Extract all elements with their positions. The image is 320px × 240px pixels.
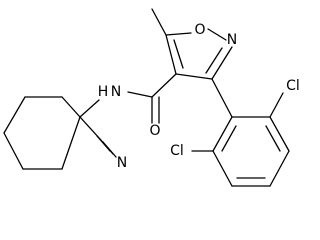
atom-n-ring: N	[227, 32, 237, 48]
bond-c3-c4	[175, 73, 213, 80]
atom-o-carbonyl: O	[149, 123, 160, 139]
bond-ar2-cl	[269, 92, 284, 118]
bond-n-cyclohexyl	[79, 99, 100, 118]
bond-cn-triple-c	[102, 141, 117, 158]
bond-o-n	[207, 28, 227, 41]
molecule-structure: O N H N O Cl Cl N	[3, 8, 300, 187]
bond-c4-carbonyl	[151, 73, 177, 98]
bond-c4-c5-inner	[173, 39, 184, 69]
bond-c5-o	[165, 32, 192, 36]
bond-ar6-ar1-inner	[221, 125, 237, 152]
bond-cy1-cy2	[61, 96, 81, 118]
bond-methyl	[151, 8, 167, 36]
atom-cl-bottom: Cl	[170, 143, 184, 159]
bond-ar3-ar4	[269, 150, 290, 187]
bond-carbonyl-n	[127, 91, 153, 98]
bond-ar6-ar1	[212, 116, 233, 152]
bond-cy6-cy1	[61, 116, 81, 170]
bond-c4-c5	[165, 34, 177, 75]
bond-cy3-cy4	[3, 96, 26, 134]
bond-ar5-ar6	[212, 150, 233, 187]
bond-cy4-cy5	[3, 132, 24, 170]
atom-n-nitrile: N	[117, 155, 127, 171]
atom-h-amide: H	[98, 84, 109, 100]
bond-c3-aryl	[211, 78, 233, 118]
atom-cl-top: Cl	[286, 78, 300, 94]
bond-c-cn	[79, 116, 101, 140]
atom-o-ring: O	[194, 22, 205, 38]
bond-n-c3-inner	[205, 47, 223, 74]
atom-n-amide: N	[111, 84, 121, 100]
bond-n-c3	[211, 46, 233, 80]
bond-ar2-ar3	[269, 116, 290, 152]
bond-ar2-ar3-inner	[265, 125, 281, 152]
